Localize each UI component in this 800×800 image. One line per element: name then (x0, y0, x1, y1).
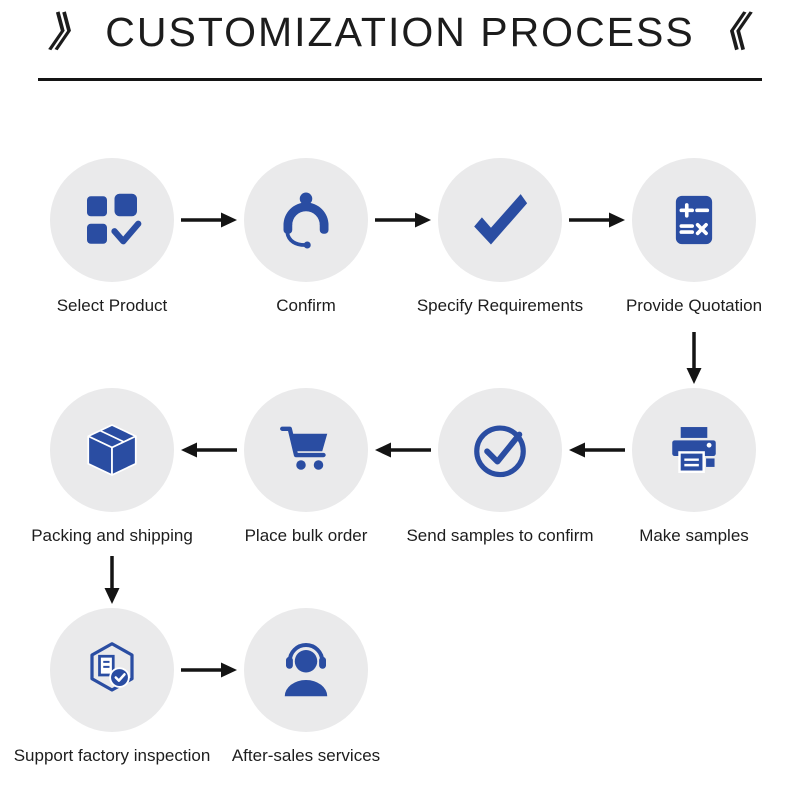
arrow-left-2 (375, 442, 431, 458)
step-specify-requirements: Specify Requirements (405, 158, 595, 317)
page-title-text: CUSTOMIZATION PROCESS (105, 9, 695, 55)
step-circle (244, 388, 368, 512)
arrow-down-1 (686, 332, 702, 384)
arrow-left-3 (181, 442, 237, 458)
step-circle (50, 608, 174, 732)
step-circle (50, 388, 174, 512)
divider-line (38, 78, 762, 81)
shopping-cart-icon (280, 426, 328, 470)
step-circle (438, 158, 562, 282)
step-label: Select Product (56, 296, 168, 315)
step-label: Place bulk order (244, 526, 368, 545)
step-select-product: Select Product (17, 158, 207, 317)
arrow-right-3 (569, 212, 625, 228)
arrow-right-1 (181, 212, 237, 228)
step-circle (632, 388, 756, 512)
package-box-icon (87, 424, 137, 476)
factory-inspection-icon (90, 642, 134, 692)
step-label: Support factory inspection (13, 746, 211, 765)
arrow-left-1 (569, 442, 625, 458)
step-packing-and-shipping: Packing and shipping (17, 388, 207, 547)
arrow-right-2 (375, 212, 431, 228)
checkmark-icon (474, 194, 528, 245)
arrow-down-2 (104, 556, 120, 604)
step-label: Packing and shipping (31, 526, 193, 545)
step-label: Send samples to confirm (406, 526, 594, 545)
step-label: Confirm (276, 296, 336, 315)
step-circle (244, 608, 368, 732)
arrow-right-4 (181, 662, 237, 678)
step-make-samples: Make samples (599, 388, 789, 547)
step-support-factory-inspection: Support factory inspection (14, 608, 210, 767)
circle-check-icon (474, 425, 526, 478)
printer-icon (672, 427, 716, 473)
left-chevrons-decoration: 》 (46, 10, 96, 55)
step-provide-quotation: Provide Quotation (599, 158, 789, 317)
step-place-bulk-order: Place bulk order (211, 388, 401, 547)
step-circle (632, 158, 756, 282)
headset-person-icon (284, 643, 328, 697)
step-label: Specify Requirements (416, 296, 584, 315)
step-confirm: Confirm (211, 158, 401, 317)
step-after-sales-services: After-sales services (211, 608, 401, 767)
step-circle (244, 158, 368, 282)
calculator-icon (675, 195, 713, 245)
customer-service-icon (283, 192, 329, 249)
right-chevrons-decoration: 《 (704, 10, 754, 55)
step-send-samples-to-confirm: Send samples to confirm (405, 388, 595, 547)
step-circle (50, 158, 174, 282)
step-label: Make samples (639, 526, 749, 545)
step-label: After-sales services (231, 746, 381, 765)
page-title: 》 CUSTOMIZATION PROCESS 《 (0, 8, 800, 57)
step-circle (438, 388, 562, 512)
product-grid-check-icon (87, 193, 142, 245)
step-label: Provide Quotation (625, 296, 763, 315)
